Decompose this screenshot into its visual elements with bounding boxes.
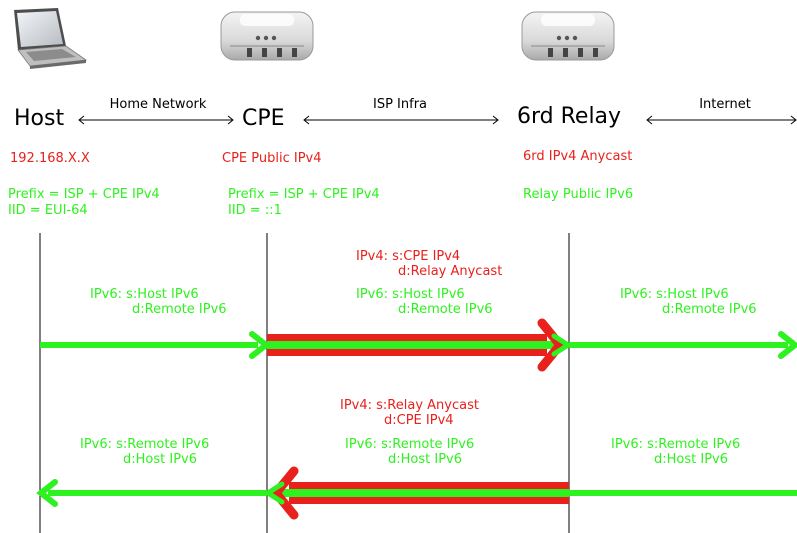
link-label-internet: Internet	[699, 97, 751, 112]
downstream-seg2-ipv4-dst: d:CPE IPv4	[384, 413, 454, 428]
link-label-isp-infra: ISP Infra	[372, 97, 428, 112]
upstream-seg2-dst: d:Remote IPv6	[398, 302, 493, 317]
router-icon	[220, 11, 314, 61]
upstream-seg1-src: IPv6: s:Host IPv6	[90, 287, 199, 302]
downstream-seg3-dst: d:Host IPv6	[654, 452, 729, 467]
router-icon	[521, 11, 615, 61]
downstream-seg1-src: IPv6: s:Remote IPv6	[80, 437, 210, 452]
upstream-tunnel-arrow	[267, 318, 573, 372]
downstream-seg2-src: IPv6: s:Remote IPv6	[345, 437, 475, 452]
upstream-seg3-src: IPv6: s:Host IPv6	[620, 287, 729, 302]
downstream-seg1-dst: d:Host IPv6	[123, 452, 198, 467]
cpe-ipv4-address: CPE Public IPv4	[222, 151, 322, 166]
downstream-seg2-ipv4-src: IPv4: s:Relay Anycast	[340, 398, 479, 413]
laptop-icon	[14, 8, 88, 69]
host-iid: IID = EUI-64	[8, 203, 88, 218]
node-relay: 6rd Relay	[517, 104, 622, 129]
host-ipv4-address: 192.168.X.X	[10, 151, 90, 166]
link-arrow-home	[78, 115, 234, 125]
upstream-seg2-ipv4-dst: d:Relay Anycast	[398, 264, 503, 279]
host-prefix: Prefix = ISP + CPE IPv4	[8, 187, 160, 202]
upstream-seg2-src: IPv6: s:Host IPv6	[356, 287, 465, 302]
upstream-ipv6-arrow-seg1	[40, 331, 271, 359]
relay-ipv6-address: Relay Public IPv6	[523, 187, 634, 202]
downstream-tunnel-arrow	[263, 466, 569, 520]
link-arrow-isp	[303, 115, 499, 125]
downstream-seg3-src: IPv6: s:Remote IPv6	[611, 437, 741, 452]
upstream-seg1-dst: d:Remote IPv6	[132, 302, 227, 317]
link-label-home-network: Home Network	[109, 97, 207, 112]
node-cpe: CPE	[242, 106, 285, 131]
upstream-seg2-ipv4-src: IPv4: s:CPE IPv4	[356, 249, 461, 264]
cpe-iid: IID = ::1	[228, 203, 282, 218]
downstream-ipv6-arrow-seg1	[36, 479, 267, 507]
downstream-seg2-dst: d:Host IPv6	[388, 452, 463, 467]
relay-ipv4-address: 6rd IPv4 Anycast	[523, 149, 633, 164]
cpe-prefix: Prefix = ISP + CPE IPv4	[228, 187, 380, 202]
link-arrow-internet	[646, 115, 797, 125]
upstream-seg3-dst: d:Remote IPv6	[662, 302, 757, 317]
upstream-ipv6-arrow-seg3	[569, 331, 797, 359]
node-host: Host	[14, 106, 65, 131]
